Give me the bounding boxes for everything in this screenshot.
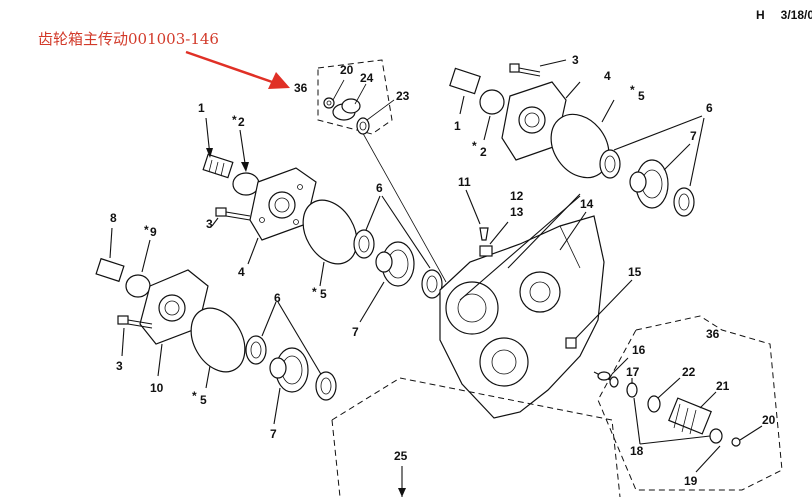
callout-19: 19: [684, 474, 698, 488]
part-20-plug: [731, 425, 763, 447]
callout-5c: 5: [200, 393, 207, 407]
callout-17: 17: [626, 365, 640, 379]
part-20-nut: [323, 79, 345, 109]
part-9-oring: [125, 239, 151, 298]
callout-13: 13: [510, 205, 524, 219]
annotation-label: 齿轮箱主传动001003-146: [38, 30, 219, 48]
part-11-plug: [465, 189, 489, 241]
asterisk-9: *: [144, 223, 149, 237]
callout-24: 24: [360, 71, 374, 85]
part-18-seal: [633, 397, 723, 445]
part-23-washer: [356, 99, 395, 135]
kit-25-outline: [331, 377, 621, 498]
callout-16: 16: [632, 343, 646, 357]
part-3-bolt-a: [211, 207, 251, 227]
callout-25: 25: [394, 449, 408, 463]
part-25-base: [398, 466, 406, 497]
callout-9: 9: [150, 225, 157, 239]
part-5-ring-c: [190, 307, 246, 389]
page-corner-header: H 3/18/0: [756, 8, 812, 22]
part-1-shaft-a: [202, 117, 234, 179]
part-6-bearing-f: [315, 371, 337, 401]
callout-36a: 36: [294, 81, 308, 95]
asterisk-2b: *: [472, 139, 477, 153]
callout-22: 22: [682, 365, 696, 379]
callout-18: 18: [630, 444, 644, 458]
callout-1b: 1: [454, 119, 461, 133]
callout-4b: 4: [604, 69, 611, 83]
callout-3b: 3: [572, 53, 579, 67]
kit-36-right-outline: [597, 315, 783, 491]
callout-15: 15: [628, 265, 642, 279]
callout-6c: 6: [274, 291, 281, 305]
part-14-housing: [439, 193, 605, 419]
part-13-elbow: [479, 221, 509, 257]
callout-10: 10: [150, 381, 164, 395]
callout-4a: 4: [238, 265, 245, 279]
part-2-oring-b: [479, 89, 505, 141]
part-2-oring-a: [232, 129, 260, 196]
part-7-gear-a: [359, 241, 415, 323]
part-6-bearing-c: [599, 115, 705, 187]
callout-labels: 1 * 2 3 4 * 5 6 7 3 4 1 * 2 * 5 6 7 8 * …: [110, 53, 776, 488]
callout-3a: 3: [206, 217, 213, 231]
callout-20b: 20: [762, 413, 776, 427]
part-8-shaft: [95, 227, 125, 283]
callout-12: 12: [510, 189, 524, 203]
callout-1a: 1: [198, 101, 205, 115]
part-6-bearing-b: [421, 269, 443, 299]
callout-36b: 36: [706, 327, 720, 341]
asterisk-5a: *: [312, 285, 317, 299]
part-5-ring-a: [302, 199, 358, 287]
part-16-shaft: [593, 357, 629, 388]
part-3-bolt-c: [117, 315, 153, 357]
asterisk-2a: *: [232, 113, 237, 127]
part-1-shaft-b: [449, 67, 481, 115]
callout-7c: 7: [270, 427, 277, 441]
part-22-oring: [647, 377, 681, 413]
callout-7b: 7: [690, 129, 697, 143]
part-7-gear-b: [629, 143, 691, 209]
callout-20a: 20: [340, 63, 354, 77]
corner-letter: H: [756, 8, 765, 22]
callout-6a: 6: [376, 181, 383, 195]
part-6-bearing-e: [245, 301, 323, 377]
part-19-washer: [695, 445, 721, 473]
callout-6b: 6: [706, 101, 713, 115]
part-21-filter: [668, 391, 717, 435]
callout-7a: 7: [352, 325, 359, 339]
callout-11: 11: [458, 175, 471, 189]
part-7-gear-c: [269, 347, 309, 425]
callout-21: 21: [716, 379, 730, 393]
callout-23: 23: [396, 89, 410, 103]
part-3-bolt-b: [509, 59, 567, 77]
kit-36-top-outline: [317, 59, 447, 283]
part-24-collar: [332, 83, 367, 121]
callout-5a: 5: [320, 287, 327, 301]
callout-5b: 5: [638, 89, 645, 103]
callout-3c: 3: [116, 359, 123, 373]
callout-14: 14: [580, 197, 594, 211]
callout-8: 8: [110, 211, 117, 225]
callout-2b: 2: [480, 145, 487, 159]
part-6-bearing-a: [353, 195, 431, 269]
asterisk-5c: *: [192, 389, 197, 403]
part-17-washer: [626, 378, 638, 398]
annotation-arrow: [185, 50, 290, 89]
corner-date: 3/18/0: [780, 8, 812, 22]
part-5-ring-b: [550, 99, 615, 179]
part-6-bearing-d: [673, 187, 695, 217]
part-15-fitting: [565, 279, 633, 349]
asterisk-5b: *: [630, 83, 635, 97]
callout-2a: 2: [238, 115, 245, 129]
